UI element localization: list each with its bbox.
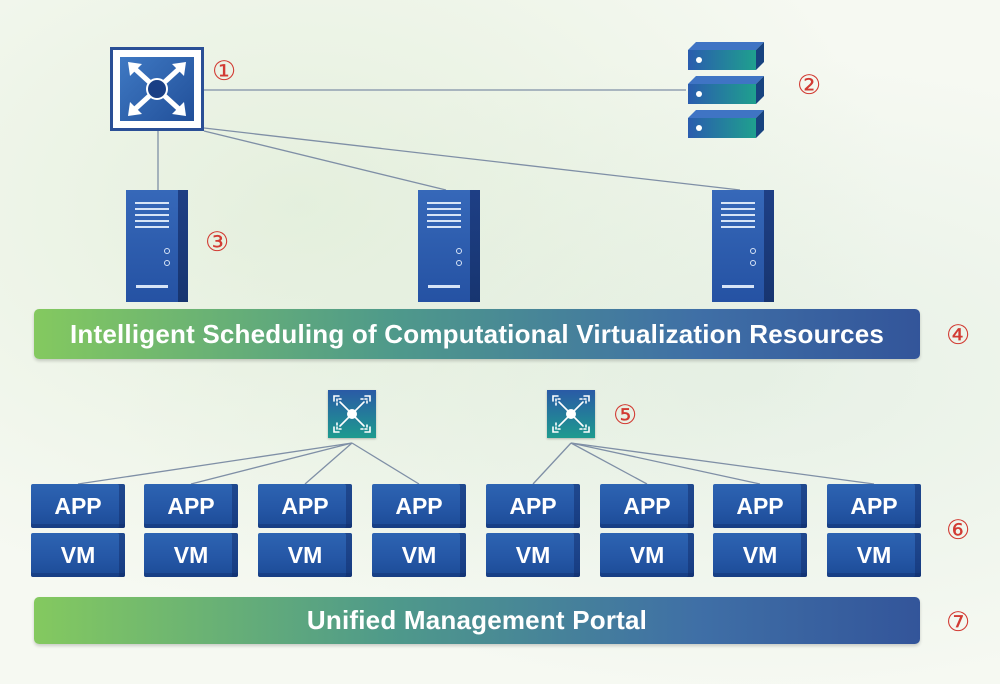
- app-box: APP: [486, 484, 580, 528]
- link-switch-server-2: [203, 130, 447, 191]
- marker-3: ③: [205, 227, 230, 258]
- network-switch-icon: [120, 57, 194, 121]
- virtual-switch-icon: [328, 390, 376, 438]
- portal-bar-label: Unified Management Portal: [306, 605, 648, 635]
- vm-box: VM: [258, 533, 352, 577]
- core-switch: [110, 47, 204, 131]
- virtual-switch-icon: [547, 390, 595, 438]
- link-vswitch1-vm3: [304, 442, 353, 485]
- vm-box: VM: [144, 533, 238, 577]
- marker-5: ⑤: [613, 400, 638, 431]
- marker-6: ⑥: [946, 515, 971, 546]
- server-tower-icon: [712, 190, 774, 302]
- link-switch-server-3: [203, 127, 741, 191]
- app-box: APP: [372, 484, 466, 528]
- app-box: APP: [827, 484, 921, 528]
- marker-7: ⑦: [946, 607, 971, 638]
- workload-stack: APP VM: [713, 484, 807, 578]
- workload-stack: APP VM: [372, 484, 466, 578]
- workload-stack: APP VM: [486, 484, 580, 578]
- app-box: APP: [600, 484, 694, 528]
- scheduling-bar: Intelligent Scheduling of Computational …: [34, 309, 920, 359]
- link-vswitch2-vm6: [570, 442, 648, 485]
- link-vswitch1-vm1: [77, 442, 353, 485]
- workload-stack: APP VM: [258, 484, 352, 578]
- workload-stack: APP VM: [31, 484, 125, 578]
- workload-stack: APP VM: [827, 484, 921, 578]
- vm-box: VM: [486, 533, 580, 577]
- workload-stack: APP VM: [144, 484, 238, 578]
- link-vswitch2-vm8: [570, 442, 875, 485]
- vm-box: VM: [31, 533, 125, 577]
- link-vswitch2-vm5: [532, 442, 572, 485]
- link-vswitch1-vm4: [351, 442, 420, 485]
- app-box: APP: [713, 484, 807, 528]
- app-box: APP: [31, 484, 125, 528]
- marker-4: ④: [946, 320, 971, 351]
- vm-box: VM: [713, 533, 807, 577]
- app-box: APP: [144, 484, 238, 528]
- marker-1: ①: [212, 56, 237, 87]
- vm-box: VM: [827, 533, 921, 577]
- vm-box: VM: [372, 533, 466, 577]
- server-tower-icon: [418, 190, 480, 302]
- app-box: APP: [258, 484, 352, 528]
- marker-2: ②: [797, 70, 822, 101]
- portal-bar: Unified Management Portal: [34, 597, 920, 644]
- vm-box: VM: [600, 533, 694, 577]
- storage-array-icon: [686, 42, 766, 140]
- link-vswitch1-vm2: [190, 442, 353, 485]
- link-vswitch2-vm7: [570, 442, 761, 485]
- server-tower-icon: [126, 190, 188, 302]
- scheduling-bar-label: Intelligent Scheduling of Computational …: [69, 318, 885, 349]
- workload-stack: APP VM: [600, 484, 694, 578]
